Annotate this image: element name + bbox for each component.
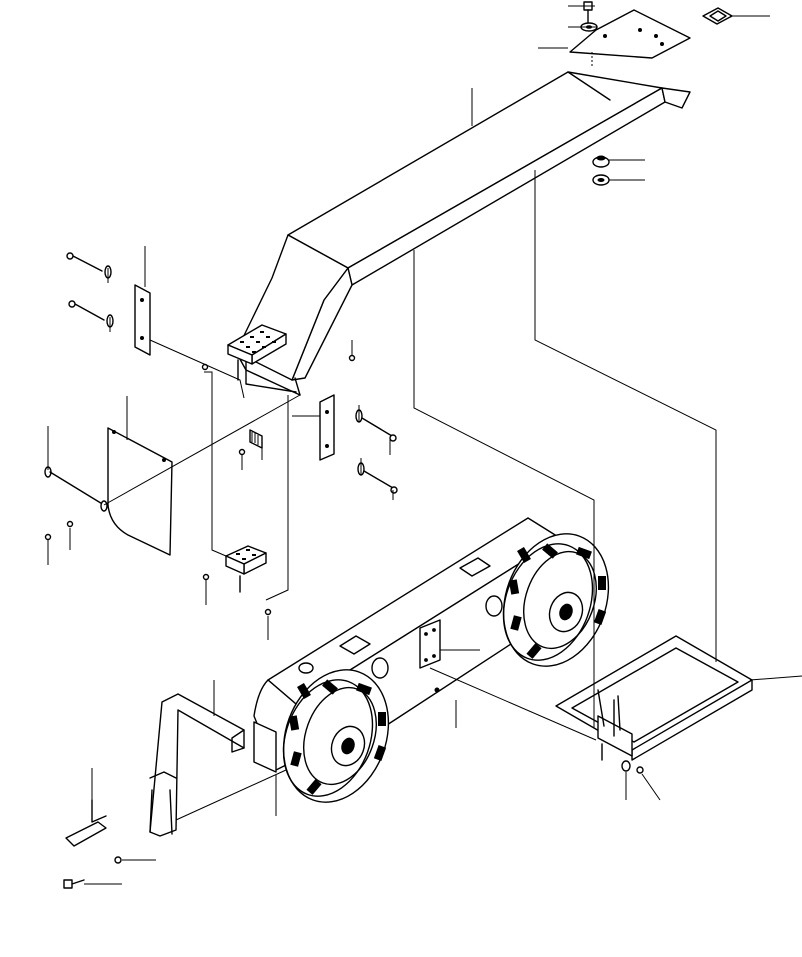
mounting-plate xyxy=(65,799,107,847)
grille xyxy=(249,429,263,449)
right-support-frame xyxy=(555,635,753,761)
rear-sprocket-wheel xyxy=(502,533,610,667)
top-cap xyxy=(702,7,733,25)
upper-step xyxy=(227,324,297,393)
nut xyxy=(592,155,610,186)
frame-pad xyxy=(253,721,277,773)
leader-lines xyxy=(47,5,802,885)
hardware-left-top xyxy=(66,252,114,328)
bolt xyxy=(621,760,644,774)
side-shield xyxy=(107,427,173,556)
lower-step xyxy=(225,545,267,593)
step-bracket xyxy=(134,284,151,356)
bolt xyxy=(63,856,122,889)
top-plate xyxy=(569,9,691,59)
routing-lines xyxy=(103,170,717,821)
cover-plate xyxy=(419,619,441,669)
left-support-bracket xyxy=(149,693,245,837)
step-bracket-right xyxy=(319,394,335,461)
hardware-right xyxy=(355,409,398,494)
upper-frame-beam xyxy=(235,71,691,396)
bolt xyxy=(583,1,593,25)
long-bolt xyxy=(44,466,108,512)
front-idler-wheel xyxy=(282,669,390,803)
